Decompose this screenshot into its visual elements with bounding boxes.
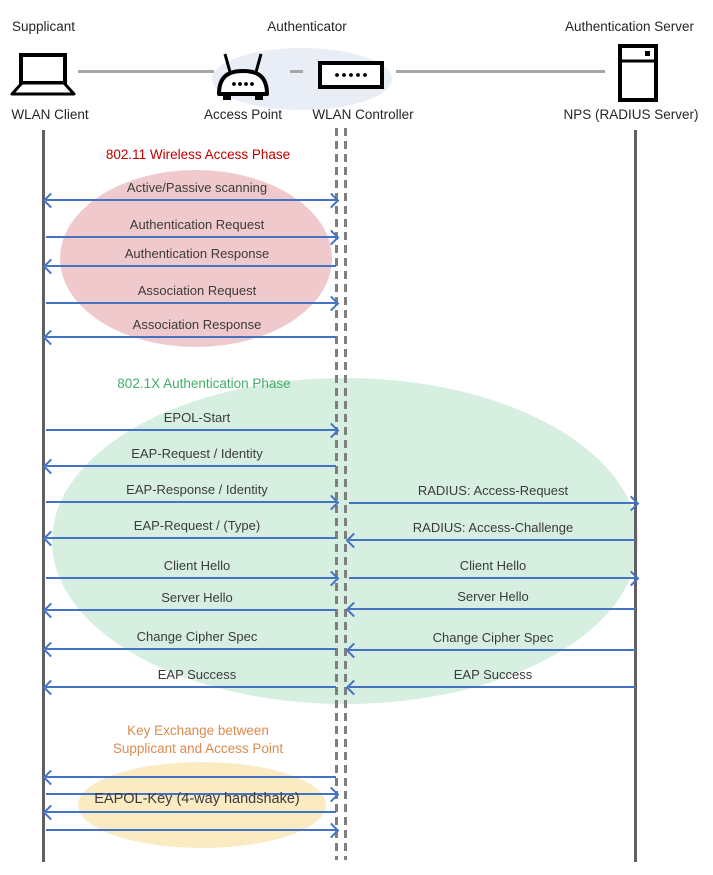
message-arrow	[42, 458, 336, 475]
supplicant-lifeline	[42, 130, 45, 862]
message-label: Client Hello	[163, 558, 231, 573]
message-label: Server Hello	[457, 589, 529, 604]
arrowhead-left	[42, 602, 59, 619]
wlan-client-label: WLAN Client	[11, 107, 89, 122]
message-arrow	[42, 602, 336, 619]
message-label: Change Cipher Spec	[136, 629, 258, 644]
message-label: EAP Success	[453, 667, 533, 682]
message-arrow	[42, 329, 336, 346]
phase-key-exchange-title-line1: Key Exchange between	[127, 723, 269, 738]
access-point-label: Access Point	[203, 107, 283, 122]
message-label: EAP-Request / Identity	[131, 446, 263, 461]
message-label: EPOL-Start	[163, 410, 231, 425]
message-arrow	[46, 229, 340, 246]
connector-line	[78, 70, 214, 73]
arrowhead-left	[42, 329, 59, 346]
arrowhead-left	[42, 804, 59, 821]
arrowhead-left	[42, 458, 59, 475]
message-label: Association Request	[137, 283, 257, 298]
authenticator-lifeline-right	[344, 128, 347, 860]
access-point-icon	[217, 53, 269, 100]
nps-radius-server-label: NPS (RADIUS Server)	[563, 107, 699, 122]
phase-key-exchange-title-line2: Supplicant and Access Point	[112, 741, 284, 756]
authenticator-lifeline-left	[335, 128, 338, 860]
arrowhead-left	[42, 679, 59, 696]
message-arrow	[46, 570, 340, 587]
message-arrow	[349, 495, 640, 512]
message-arrow	[42, 804, 336, 821]
arrowhead-left	[42, 258, 59, 275]
message-arrow	[42, 769, 336, 786]
phase-8021x-title: 802.1X Authentication Phase	[117, 376, 291, 391]
message-label: Client Hello	[459, 558, 527, 573]
message-arrow	[42, 679, 336, 696]
message-arrow	[46, 494, 340, 511]
message-label: EAP-Request / (Type)	[133, 518, 261, 533]
message-label: EAP Success	[157, 667, 237, 682]
phase-80211-title: 802.11 Wireless Access Phase	[105, 147, 291, 162]
message-label: Change Cipher Spec	[432, 630, 554, 645]
message-label: RADIUS: Access-Challenge	[412, 520, 574, 535]
message-arrow	[42, 192, 340, 209]
message-arrow	[46, 822, 340, 839]
message-arrow	[345, 601, 636, 618]
message-arrow	[46, 422, 340, 439]
message-arrow	[345, 532, 636, 549]
message-label: Association Response	[132, 317, 262, 332]
server-lifeline	[634, 130, 637, 862]
phase-key-exchange-title: Key Exchange between Supplicant and Acce…	[75, 722, 321, 758]
connector-line	[290, 70, 303, 73]
message-label: EAP-Response / Identity	[126, 482, 268, 497]
message-label: Authentication Response	[124, 246, 270, 261]
message-label: Server Hello	[161, 590, 233, 605]
arrowhead-left	[42, 641, 59, 658]
authentication-server-role-label: Authentication Server	[564, 19, 695, 34]
message-label: Active/Passive scanning	[126, 180, 268, 195]
message-arrow	[349, 570, 640, 587]
message-arrow	[46, 295, 340, 312]
message-label: RADIUS: Access-Request	[417, 483, 569, 498]
authenticator-role-label: Authenticator	[267, 19, 347, 34]
message-arrow	[345, 642, 636, 659]
message-arrow	[42, 530, 336, 547]
supplicant-role-label: Supplicant	[12, 19, 76, 34]
message-label: Authentication Request	[129, 217, 265, 232]
laptop-icon	[10, 53, 76, 96]
arrowhead-left	[42, 192, 59, 209]
message-arrow	[42, 258, 336, 275]
wlan-controller-label: WLAN Controller	[312, 107, 414, 122]
message-arrow	[42, 641, 336, 658]
message-arrow	[46, 786, 340, 803]
connector-line	[396, 70, 605, 73]
wlan-controller-icon	[318, 61, 384, 89]
message-arrow	[345, 679, 636, 696]
arrowhead-left	[42, 769, 59, 786]
message-label: EAPOL-Key (4-way handshake)	[94, 791, 300, 807]
server-icon	[618, 44, 658, 102]
